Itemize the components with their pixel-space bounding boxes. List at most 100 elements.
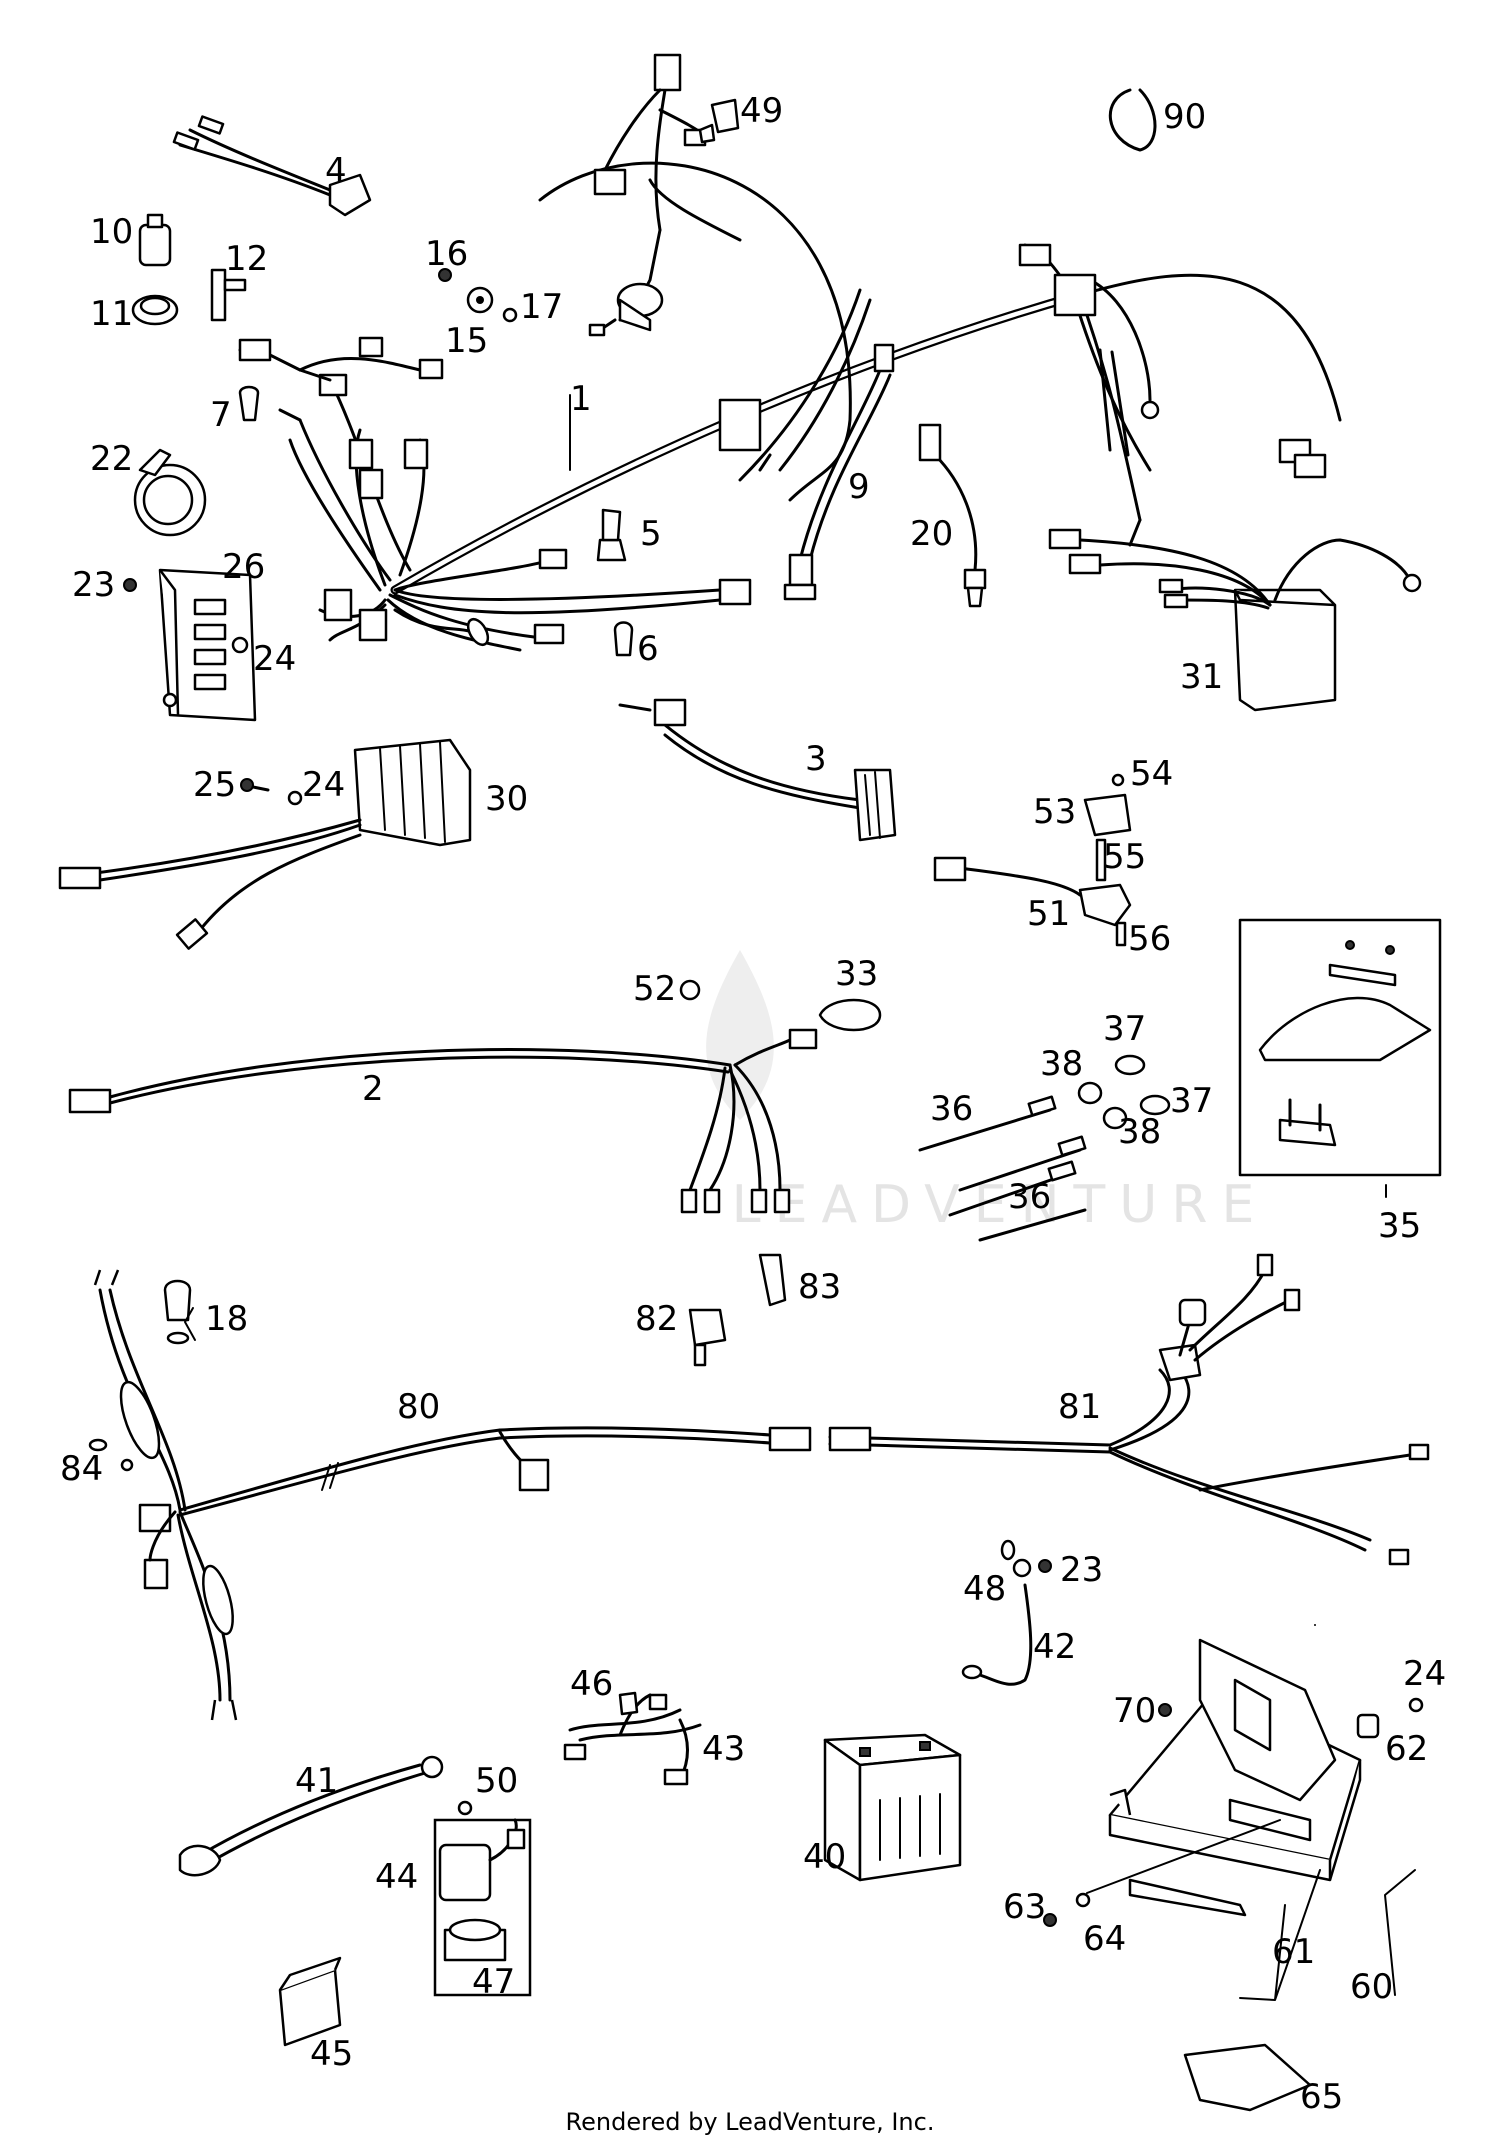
label-51: 51 [1027, 894, 1070, 934]
part-50-nut[interactable] [457, 1800, 473, 1816]
part-41-battery-cable[interactable] [178, 1755, 444, 1877]
part-55-screw[interactable] [1095, 838, 1107, 882]
part-90-cable-tie[interactable] [1108, 88, 1157, 152]
part-9-sensor-lead[interactable] [783, 343, 895, 601]
part-3-pickup-coil[interactable] [618, 698, 897, 842]
part-5-switch[interactable] [596, 508, 627, 562]
part-63-screw[interactable] [1043, 1913, 1057, 1927]
part-62-damper[interactable] [1356, 1713, 1380, 1739]
label-1: 1 [570, 379, 592, 419]
part-17-nut[interactable] [502, 307, 518, 323]
label-49: 49 [740, 91, 783, 131]
part-53-cover[interactable] [1083, 793, 1132, 837]
part-42-ground-wire[interactable] [961, 1558, 1033, 1686]
part-18-plug[interactable] [163, 1279, 192, 1345]
ignition-coil-lead[interactable] [588, 53, 742, 337]
part-70-bolt[interactable] [1158, 1703, 1172, 1717]
part-60-battery-box[interactable] [1108, 1638, 1362, 1882]
part-44-box[interactable] [433, 1818, 532, 1997]
part-80-harness[interactable] [93, 1269, 812, 1721]
part-47-holder[interactable] [443, 1918, 507, 1962]
part-2-harness[interactable] [68, 1028, 818, 1214]
part-54-washer[interactable] [1111, 773, 1125, 787]
part-24-washer[interactable] [231, 636, 249, 654]
part-16-screw[interactable] [438, 268, 452, 282]
part-82-relay[interactable] [688, 1308, 727, 1367]
part-83-bracket[interactable] [758, 1253, 787, 1307]
part-46-fuse-holder[interactable] [618, 1691, 639, 1716]
part-84-grommet[interactable] [88, 1438, 134, 1472]
label-37a: 37 [1103, 1009, 1146, 1049]
label-62: 62 [1385, 1729, 1428, 1769]
part-44-starter-relay[interactable] [438, 1818, 526, 1902]
part-36-wire[interactable] [918, 1095, 1087, 1242]
label-6: 6 [637, 629, 659, 669]
label-42: 42 [1033, 1627, 1076, 1667]
label-48: 48 [963, 1569, 1006, 1609]
part-45-bracket[interactable] [278, 1956, 342, 2047]
label-64: 64 [1083, 1919, 1126, 1959]
label-24c: 24 [1403, 1654, 1446, 1694]
part-6-bulb[interactable] [613, 621, 634, 657]
label-80: 80 [397, 1387, 440, 1427]
label-43: 43 [702, 1729, 745, 1769]
part-7-plug[interactable] [238, 385, 260, 422]
part-40-battery[interactable] [823, 1733, 962, 1882]
label-40: 40 [803, 1837, 846, 1877]
part-26-bracket[interactable] [158, 568, 257, 722]
part-4-switch[interactable] [172, 115, 372, 217]
label-35: 35 [1378, 1206, 1421, 1246]
label-84: 84 [60, 1449, 103, 1489]
part-48-washer[interactable] [1000, 1539, 1016, 1561]
label-38b: 38 [1118, 1112, 1161, 1152]
label-81: 81 [1058, 1387, 1101, 1427]
part-64-washer[interactable] [1075, 1892, 1091, 1908]
label-90: 90 [1163, 97, 1206, 137]
label-52: 52 [633, 969, 676, 1009]
part-52-grommet[interactable] [679, 979, 701, 1001]
main-wiring-harness[interactable] [238, 161, 1342, 652]
label-45: 45 [310, 2034, 353, 2074]
part-22-horn[interactable] [133, 448, 207, 537]
part-37-bulb[interactable] [1114, 1054, 1171, 1116]
part-23-screw-2[interactable] [1038, 1559, 1052, 1573]
part-38-socket[interactable] [1077, 1081, 1128, 1130]
leader-lines [184, 394, 1416, 2001]
part-12-bracket[interactable] [210, 268, 247, 322]
part-15-relay[interactable] [466, 286, 494, 314]
label-50: 50 [475, 1761, 518, 1801]
part-11-holder[interactable] [131, 294, 179, 326]
label-7: 7 [210, 395, 232, 435]
part-56-screw[interactable] [1115, 921, 1127, 947]
label-53: 53 [1033, 792, 1076, 832]
label-23b: 23 [1060, 1550, 1103, 1590]
label-23a: 23 [72, 565, 115, 605]
part-10-capacitor[interactable] [138, 213, 172, 267]
part-65-pad[interactable] [1183, 2043, 1312, 2112]
part-25-bolt[interactable] [240, 778, 270, 792]
part-81-harness[interactable] [828, 1253, 1430, 1566]
label-38a: 38 [1040, 1044, 1083, 1084]
label-36a: 36 [930, 1089, 973, 1129]
part-30-regulator[interactable] [58, 738, 472, 950]
part-33-bulb[interactable] [818, 998, 882, 1032]
label-25: 25 [193, 765, 236, 805]
part-49-clip[interactable] [698, 98, 740, 144]
part-labels: 1 2 3 4 5 6 7 9 10 11 12 15 16 17 18 20 … [60, 91, 1446, 2117]
label-9: 9 [848, 467, 870, 507]
label-24b: 24 [302, 765, 345, 805]
footer-credit: Rendered by LeadVenture, Inc. [566, 2108, 935, 2136]
label-55: 55 [1103, 837, 1146, 877]
part-24-washer-3[interactable] [1408, 1697, 1424, 1713]
part-24-washer-2[interactable] [287, 790, 303, 806]
label-44: 44 [375, 1857, 418, 1897]
part-31-cdi-unit[interactable] [1048, 528, 1422, 712]
label-17: 17 [520, 287, 563, 327]
part-43-wire[interactable] [563, 1693, 702, 1786]
part-20-switch[interactable] [918, 423, 987, 608]
part-61-strap[interactable] [1128, 1878, 1247, 1917]
part-23-screw[interactable] [123, 578, 137, 592]
part-35-box[interactable] [1238, 918, 1442, 1177]
part-51-sensor[interactable] [933, 856, 1132, 927]
label-70: 70 [1113, 1691, 1156, 1731]
